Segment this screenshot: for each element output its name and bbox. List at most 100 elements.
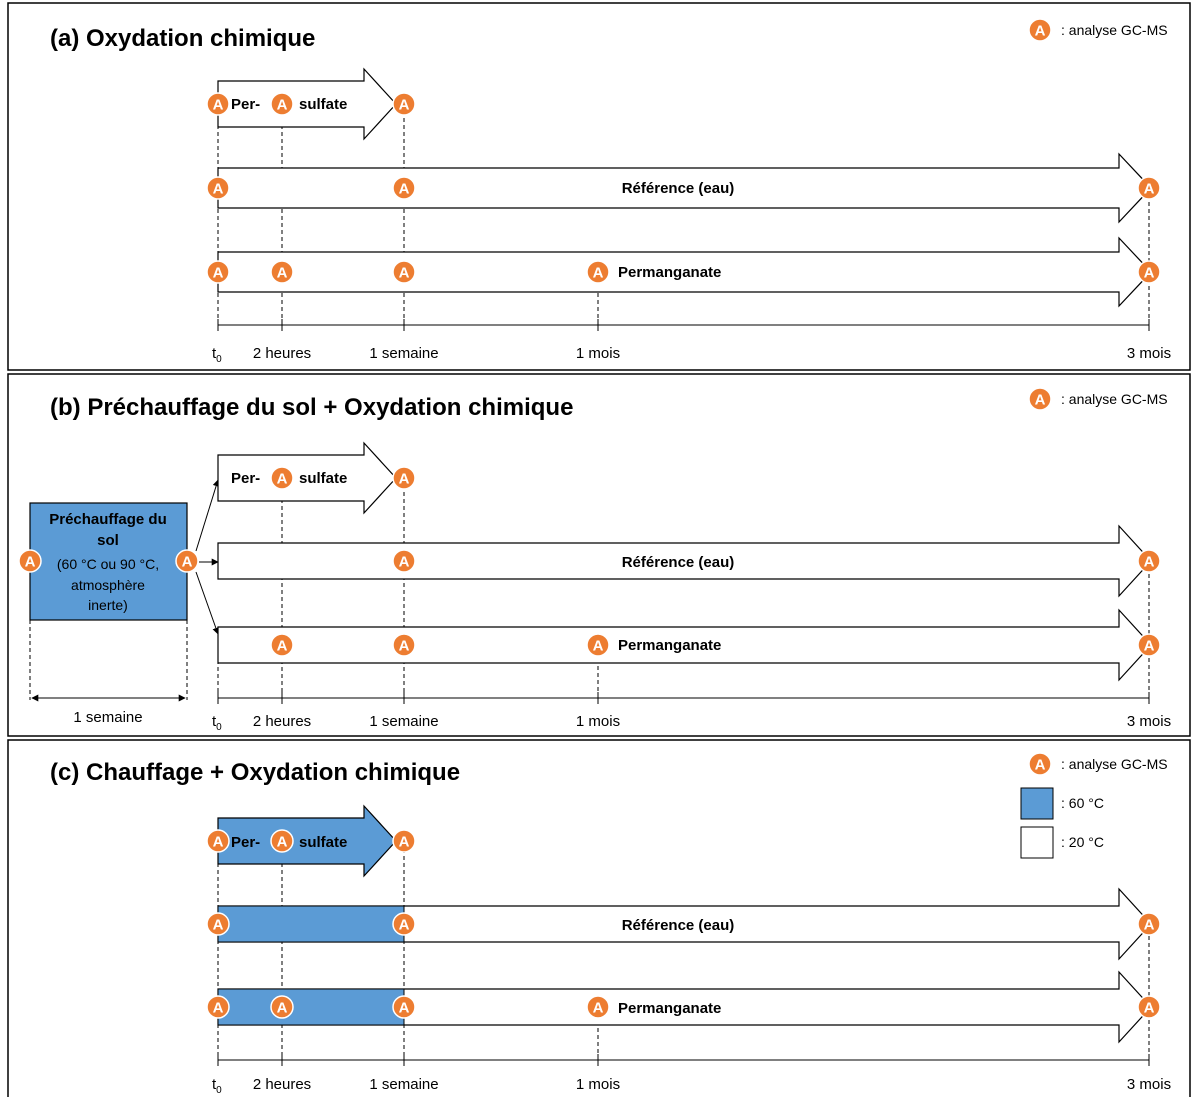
svg-text:A: A bbox=[1144, 638, 1155, 655]
preheat-title-line1: Préchauffage du bbox=[49, 511, 167, 528]
svg-text:A: A bbox=[277, 834, 288, 851]
analysis-marker-icon: A bbox=[270, 633, 294, 657]
panel-frame bbox=[7, 739, 1191, 1097]
svg-text:A: A bbox=[213, 1000, 224, 1017]
tick-label-1-semaine: 1 semaine bbox=[369, 713, 438, 730]
svg-text:A: A bbox=[399, 181, 410, 198]
analysis-marker-icon: A bbox=[1137, 176, 1161, 200]
svg-text:A: A bbox=[213, 97, 224, 114]
analysis-marker-icon: A bbox=[270, 260, 294, 284]
tick-label-3-mois: 3 mois bbox=[1127, 345, 1171, 362]
reference-label: Référence (eau) bbox=[622, 554, 735, 571]
analysis-marker-icon: A bbox=[206, 995, 230, 1019]
svg-text:A: A bbox=[182, 554, 193, 571]
svg-text:A: A bbox=[213, 917, 224, 934]
legend-analysis-label: : analyse GC-MS bbox=[1061, 756, 1168, 772]
analysis-marker-icon: A bbox=[392, 633, 416, 657]
preheat-condition-line1: (60 °C ou 90 °C, bbox=[57, 556, 159, 572]
svg-text:A: A bbox=[277, 265, 288, 282]
svg-text:A: A bbox=[399, 97, 410, 114]
analysis-marker-icon: A bbox=[270, 466, 294, 490]
analysis-marker-icon: A bbox=[1137, 633, 1161, 657]
svg-text:A: A bbox=[1035, 392, 1046, 409]
svg-text:A: A bbox=[399, 265, 410, 282]
analysis-marker-icon: A bbox=[18, 549, 42, 573]
svg-text:A: A bbox=[399, 917, 410, 934]
analysis-marker-icon: A bbox=[1028, 752, 1052, 776]
permanganate-label: Permanganate bbox=[618, 1000, 721, 1017]
analysis-marker-icon: A bbox=[206, 912, 230, 936]
persulfate-right-label: sulfate bbox=[299, 834, 347, 851]
persulfate-arrow bbox=[217, 441, 397, 515]
tick-label-1-semaine: 1 semaine bbox=[369, 345, 438, 362]
analysis-marker-icon: A bbox=[392, 260, 416, 284]
timeline-axis: t0 2 heures 1 semaine 1 mois 3 mois bbox=[212, 692, 1171, 733]
panel-title: (a) Oxydation chimique bbox=[50, 25, 315, 52]
tick-label-2-heures: 2 heures bbox=[253, 713, 311, 730]
svg-text:A: A bbox=[1144, 265, 1155, 282]
svg-text:A: A bbox=[277, 97, 288, 114]
svg-text:A: A bbox=[593, 638, 604, 655]
svg-text:A: A bbox=[213, 834, 224, 851]
analysis-marker-icon: A bbox=[175, 549, 199, 573]
svg-text:A: A bbox=[277, 1000, 288, 1017]
tick-label-2-heures: 2 heures bbox=[253, 1076, 311, 1093]
persulfate-left-label: Per- bbox=[231, 834, 260, 851]
persulfate-left-label: Per- bbox=[231, 470, 260, 487]
tick-label-1-mois: 1 mois bbox=[576, 345, 620, 362]
permanganate-arrow bbox=[217, 236, 1152, 308]
preheat-duration-label: 1 semaine bbox=[73, 709, 142, 726]
reference-arrow bbox=[217, 524, 1152, 598]
analysis-marker-icon: A bbox=[206, 260, 230, 284]
svg-text:A: A bbox=[25, 554, 36, 571]
analysis-marker-icon: A bbox=[392, 92, 416, 116]
analysis-marker-icon: A bbox=[392, 912, 416, 936]
svg-text:A: A bbox=[399, 554, 410, 571]
svg-text:A: A bbox=[399, 471, 410, 488]
persulfate-right-label: sulfate bbox=[299, 96, 347, 113]
analysis-marker-icon: A bbox=[392, 995, 416, 1019]
preheat-title-line2: sol bbox=[97, 532, 119, 549]
analysis-marker-icon: A bbox=[206, 92, 230, 116]
tick-label-1-mois: 1 mois bbox=[576, 713, 620, 730]
persulfate-arrow bbox=[217, 67, 397, 141]
svg-text:A: A bbox=[593, 1000, 604, 1017]
permanganate-arrow bbox=[217, 608, 1152, 682]
svg-text:A: A bbox=[399, 638, 410, 655]
legend-ambient-swatch bbox=[1020, 826, 1054, 859]
analysis-marker-icon: A bbox=[1137, 912, 1161, 936]
svg-text:A: A bbox=[1144, 554, 1155, 571]
tick-label-1-semaine: 1 semaine bbox=[369, 1076, 438, 1093]
svg-text:A: A bbox=[277, 471, 288, 488]
svg-text:A: A bbox=[593, 265, 604, 282]
analysis-marker-icon: A bbox=[270, 829, 294, 853]
legend-hot-label: : 60 °C bbox=[1061, 795, 1104, 811]
analysis-marker-icon: A bbox=[206, 176, 230, 200]
svg-text:A: A bbox=[213, 181, 224, 198]
legend-hot-swatch bbox=[1020, 787, 1054, 820]
t0-label: t0 bbox=[212, 1076, 222, 1096]
svg-text:A: A bbox=[1144, 917, 1155, 934]
fan-arrow-persulfate bbox=[195, 479, 220, 552]
analysis-marker-icon: A bbox=[270, 995, 294, 1019]
tick-label-1-mois: 1 mois bbox=[576, 1076, 620, 1093]
reference-label: Référence (eau) bbox=[622, 180, 735, 197]
persulfate-right-label: sulfate bbox=[299, 470, 347, 487]
analysis-marker-icon: A bbox=[586, 633, 610, 657]
permanganate-label: Permanganate bbox=[618, 637, 721, 654]
analysis-marker-icon: A bbox=[1137, 549, 1161, 573]
analysis-marker-icon: A bbox=[392, 466, 416, 490]
analysis-marker-icon: A bbox=[586, 995, 610, 1019]
legend-ambient-label: : 20 °C bbox=[1061, 834, 1104, 850]
analysis-marker-icon: A bbox=[1137, 260, 1161, 284]
analysis-marker-icon: A bbox=[1028, 18, 1052, 42]
persulfate-left-label: Per- bbox=[231, 96, 260, 113]
svg-text:A: A bbox=[399, 834, 410, 851]
t0-label: t0 bbox=[212, 713, 222, 733]
preheat-condition-line3: inerte) bbox=[88, 597, 128, 613]
analysis-marker-icon: A bbox=[392, 829, 416, 853]
tick-label-3-mois: 3 mois bbox=[1127, 713, 1171, 730]
reference-label: Référence (eau) bbox=[622, 917, 735, 934]
